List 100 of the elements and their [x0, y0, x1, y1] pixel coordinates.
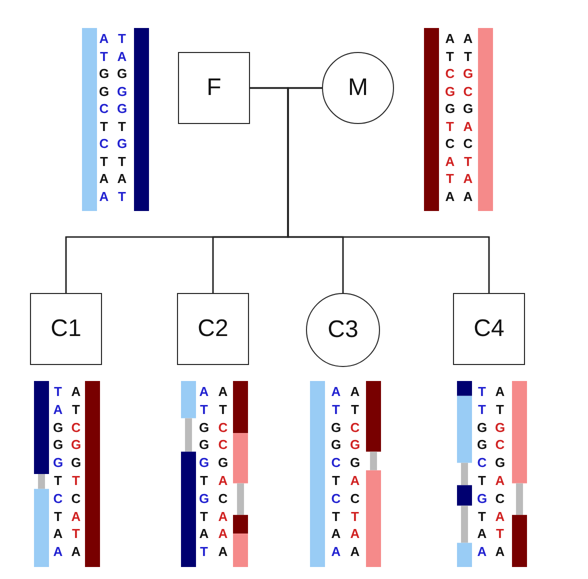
base-letter: A — [462, 188, 474, 204]
base-letter: A — [70, 544, 82, 560]
base-letter: G — [494, 455, 506, 470]
base-letter: T — [463, 154, 473, 168]
base-letter: C — [330, 455, 342, 470]
base-letter: T — [477, 402, 487, 417]
base-letter: A — [198, 384, 210, 399]
base-letter: T — [117, 188, 127, 204]
base-letter: G — [70, 437, 82, 452]
base-letter: A — [494, 508, 506, 524]
base-letter: T — [199, 473, 209, 488]
base-letter: A — [444, 154, 456, 168]
base-letter: G — [198, 455, 210, 470]
base-letter: A — [349, 526, 361, 542]
base-letter: C — [98, 136, 110, 151]
base-letter: G — [198, 437, 210, 452]
base-letter: A — [52, 526, 64, 542]
base-letter: G — [462, 101, 474, 116]
base-letter: T — [99, 48, 109, 64]
base-letter: T — [99, 154, 109, 168]
pedigree-line — [287, 87, 490, 293]
person-label: C3 — [328, 316, 358, 344]
base-letter: G — [462, 66, 474, 81]
base-letter: T — [53, 384, 63, 399]
base-letter: G — [52, 437, 64, 452]
base-letter: T — [71, 402, 81, 417]
base-letter: G — [116, 66, 128, 81]
base-letter: C — [70, 490, 82, 506]
base-letter: T — [463, 48, 473, 64]
base-letter: T — [495, 402, 505, 417]
person-label: M — [348, 74, 368, 102]
base-letter: C — [444, 136, 456, 151]
base-letter: C — [494, 437, 506, 452]
base-letter: A — [52, 402, 64, 417]
base-letter: G — [476, 420, 488, 435]
base-letter: C — [349, 490, 361, 506]
base-letter: G — [52, 455, 64, 470]
base-letter: T — [445, 171, 455, 186]
base-letter: C — [476, 455, 488, 470]
base-letter: A — [70, 508, 82, 524]
base-letter: A — [349, 384, 361, 399]
male-symbol — [177, 293, 249, 365]
base-letter: T — [99, 118, 109, 134]
base-letter: T — [53, 508, 63, 524]
base-letter: A — [217, 544, 229, 560]
base-letter: C — [217, 420, 229, 435]
base-letter: T — [199, 508, 209, 524]
base-letter: G — [98, 66, 110, 81]
base-letter: T — [445, 48, 455, 64]
base-letter: G — [476, 490, 488, 506]
base-letter: T — [218, 402, 228, 417]
person-label: F — [206, 74, 222, 102]
base-letter: G — [330, 420, 342, 435]
base-letter: G — [349, 437, 361, 452]
base-letter: T — [117, 154, 127, 168]
base-letter: A — [52, 544, 64, 560]
base-letter: G — [330, 437, 342, 452]
base-letter: C — [98, 101, 110, 116]
base-letter: A — [444, 31, 456, 46]
base-letter: T — [117, 31, 127, 46]
base-letter: A — [462, 118, 474, 134]
base-letter: T — [445, 118, 455, 134]
base-letter: C — [462, 84, 474, 98]
base-letter: T — [331, 473, 341, 488]
base-letter: A — [462, 31, 474, 46]
base-letter: T — [331, 508, 341, 524]
base-letter: G — [116, 84, 128, 98]
base-letter: A — [476, 544, 488, 560]
base-letter: G — [476, 437, 488, 452]
base-letter: A — [476, 526, 488, 542]
base-letter: A — [217, 526, 229, 542]
base-letter: C — [52, 490, 64, 506]
base-letter: T — [53, 473, 63, 488]
base-letter: A — [444, 188, 456, 204]
base-letter: A — [217, 473, 229, 488]
base-letter: T — [477, 473, 487, 488]
base-letter: A — [349, 473, 361, 488]
base-letter: A — [98, 171, 110, 186]
base-letter: T — [477, 508, 487, 524]
base-letter: G — [494, 420, 506, 435]
base-letter: G — [70, 455, 82, 470]
base-letter: A — [217, 508, 229, 524]
base-letter: G — [198, 420, 210, 435]
base-letter: G — [217, 455, 229, 470]
person-label: C2 — [198, 315, 228, 343]
base-letter: A — [98, 31, 110, 46]
male-symbol — [30, 293, 102, 365]
base-letter: A — [217, 384, 229, 399]
base-letter: A — [330, 544, 342, 560]
base-letter: G — [98, 84, 110, 98]
base-letter: A — [494, 544, 506, 560]
base-letter: C — [217, 490, 229, 506]
base-letter: A — [349, 544, 361, 560]
base-letter: A — [330, 526, 342, 542]
base-letter: A — [330, 384, 342, 399]
base-letter: G — [116, 136, 128, 151]
base-letter: A — [494, 384, 506, 399]
base-letter: T — [331, 402, 341, 417]
base-letter: T — [350, 402, 360, 417]
male-symbol — [453, 293, 525, 365]
